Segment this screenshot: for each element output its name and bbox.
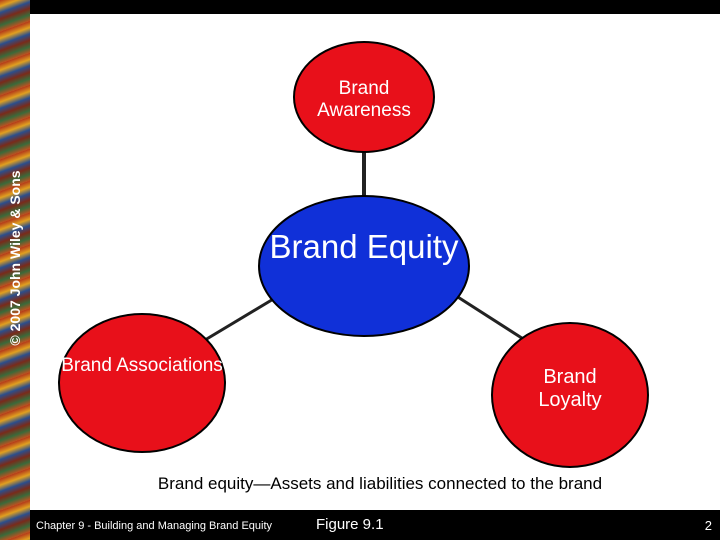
node-brand-loyalty — [491, 322, 649, 468]
node-brand-awareness — [293, 41, 435, 153]
label-brand-loyalty: Brand Loyalty — [538, 366, 602, 411]
connector-equity-loyalty — [449, 290, 529, 344]
footer-figure-number: Figure 9.1 — [316, 516, 384, 533]
node-brand-equity — [258, 195, 470, 337]
label-brand-equity: Brand Equity — [269, 228, 459, 265]
footer-chapter-title: Chapter 9 - Building and Managing Brand … — [36, 520, 273, 532]
label-brand-awareness: Brand Awareness — [317, 78, 411, 121]
decorative-side-stripe — [0, 0, 30, 540]
footer-bar: Chapter 9 - Building and Managing Brand … — [0, 510, 720, 540]
node-brand-associations — [58, 313, 226, 453]
footer-page-number: 2 — [704, 518, 712, 533]
diagram-caption: Brand equity—Assets and liabilities conn… — [157, 474, 603, 493]
label-brand-associations: Brand Associations — [61, 355, 223, 376]
